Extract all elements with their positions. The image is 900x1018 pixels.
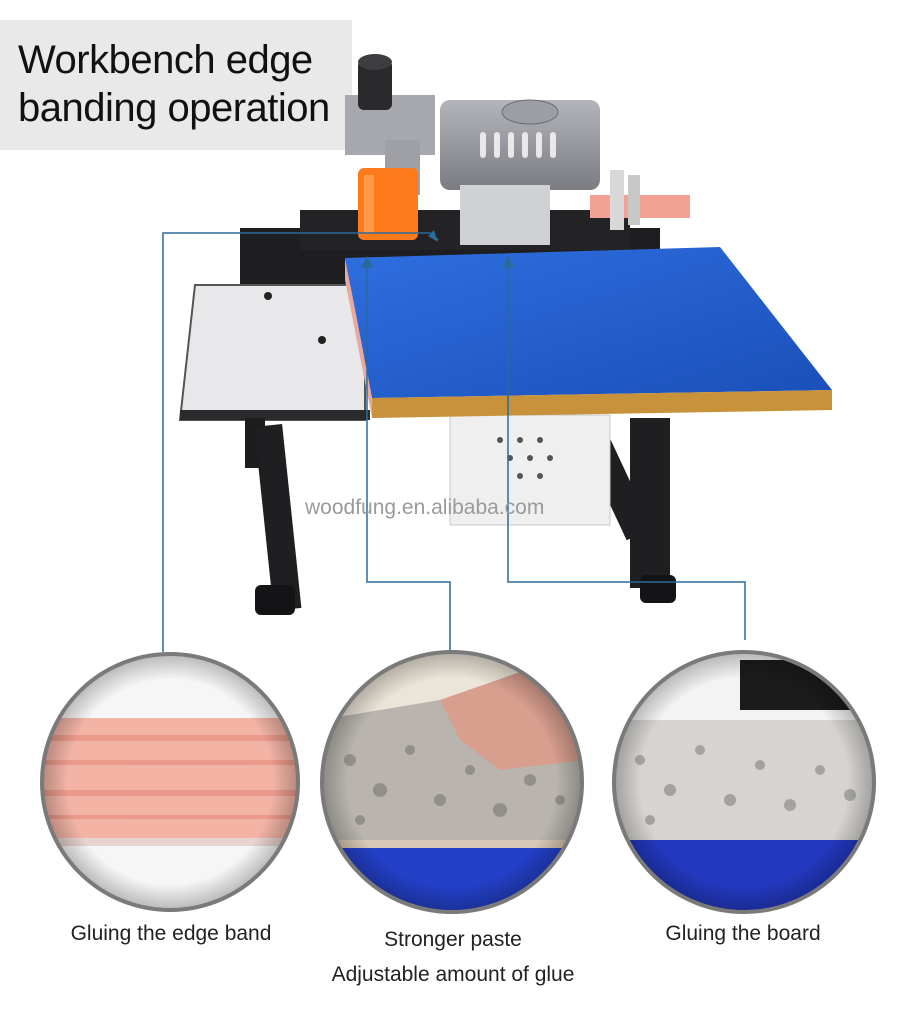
page-title: Workbench edge banding operation <box>18 36 378 132</box>
detail-circle-edge-band <box>40 652 300 912</box>
edge-banding-machine <box>178 54 832 615</box>
caption-edge-band: Gluing the edge band <box>70 922 272 945</box>
title-banner <box>0 20 352 150</box>
detail-circle-stronger-paste <box>320 650 584 914</box>
title-line-2: banding operation <box>18 86 330 130</box>
caption-stronger-paste-line-2: Adjustable amount of glue <box>331 963 575 986</box>
caption-board: Gluing the board <box>665 922 821 945</box>
title-line-1: Workbench edge <box>18 38 313 82</box>
watermark-url: woodfung.en.alibaba.com <box>305 496 545 519</box>
detail-circle-board <box>612 650 876 914</box>
caption-stronger-paste: Stronger paste Adjustable amount of glue <box>300 922 606 992</box>
caption-stronger-paste-line-1: Stronger paste <box>384 928 522 951</box>
callout-arrows <box>361 230 514 268</box>
